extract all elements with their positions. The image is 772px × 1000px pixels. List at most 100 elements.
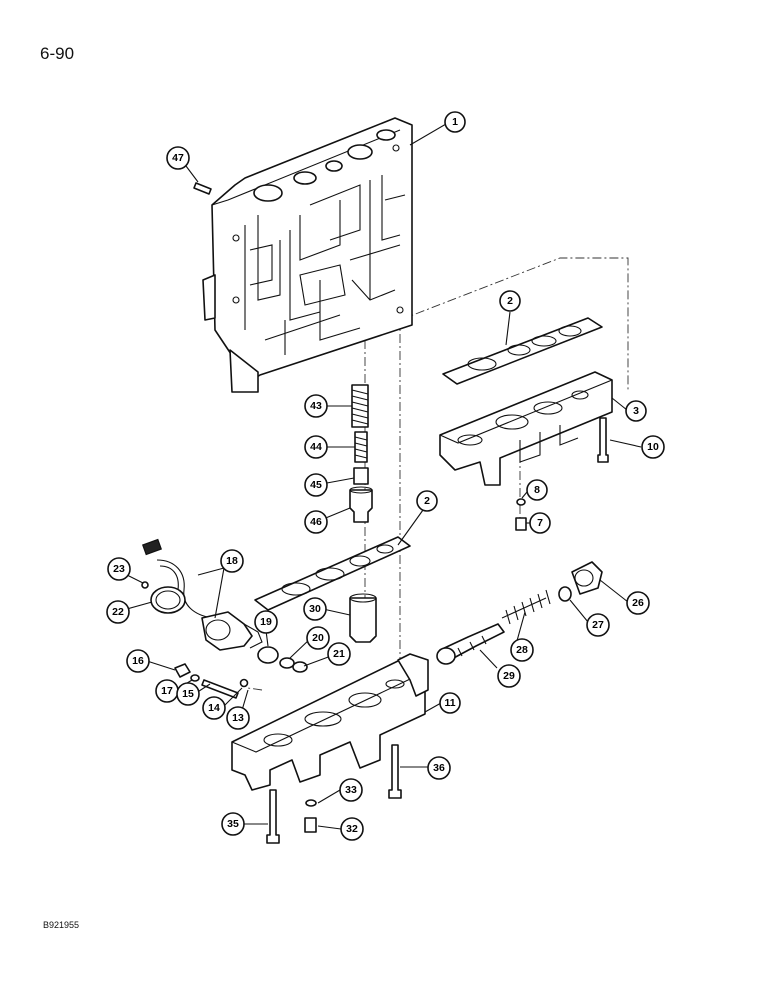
callout-2-lower: 2 [416, 490, 438, 512]
pin-part-15 [201, 679, 239, 699]
pin-part-47 [193, 182, 212, 195]
alignment-line [399, 257, 629, 390]
svg-text:29: 29 [503, 670, 515, 682]
svg-text:1: 1 [452, 116, 458, 128]
callout-47: 47 [166, 146, 190, 170]
callout-29: 29 [497, 664, 521, 688]
svg-text:32: 32 [346, 823, 358, 835]
callout-10: 10 [641, 435, 665, 459]
callout-33: 33 [339, 778, 363, 802]
svg-text:8: 8 [534, 484, 540, 496]
svg-text:28: 28 [516, 644, 528, 656]
bolt-part-10 [597, 417, 609, 463]
callout-14: 14 [202, 696, 226, 720]
o-ring-part-8 [516, 498, 526, 506]
callout-28: 28 [510, 638, 534, 662]
callout-20: 20 [306, 626, 330, 650]
callout-22: 22 [106, 600, 130, 624]
svg-text:2: 2 [424, 495, 430, 507]
o-ring-part-27 [558, 586, 572, 602]
plug-part-16 [174, 663, 191, 678]
callout-46: 46 [304, 510, 328, 534]
page-number: 6-90 [40, 44, 75, 63]
callout-1: 1 [444, 111, 466, 133]
svg-text:16: 16 [132, 655, 144, 667]
callout-7: 7 [529, 512, 551, 534]
bolt-part-35 [266, 789, 280, 844]
valve-part-45 [353, 467, 369, 485]
callout-8: 8 [526, 479, 548, 501]
svg-text:45: 45 [310, 479, 322, 491]
svg-text:44: 44 [310, 441, 322, 453]
ball-part-14 [239, 678, 249, 688]
plug-part-26 [571, 561, 603, 595]
figure-code: B921955 [43, 920, 80, 930]
svg-text:23: 23 [113, 563, 125, 575]
spring-part-28 [501, 589, 551, 625]
spring-part-43 [351, 384, 369, 428]
callout-30: 30 [303, 597, 327, 621]
callout-43: 43 [304, 394, 328, 418]
callout-44: 44 [304, 435, 328, 459]
spring-part-44 [354, 431, 368, 463]
svg-text:17: 17 [161, 685, 173, 697]
svg-text:21: 21 [333, 648, 345, 660]
washer-part-17 [190, 674, 200, 682]
valve-body-part-1 [202, 117, 413, 393]
svg-text:7: 7 [537, 517, 543, 529]
gasket-part-2-lower [254, 536, 411, 611]
callout-18: 18 [220, 549, 244, 573]
alignment-line [247, 687, 263, 691]
svg-text:36: 36 [433, 762, 445, 774]
plug-part-46 [349, 486, 373, 523]
plug-part-32 [304, 817, 317, 833]
callout-19: 19 [254, 610, 278, 634]
svg-text:13: 13 [232, 712, 244, 724]
callout-21: 21 [327, 642, 351, 666]
spool-part-29 [436, 623, 505, 665]
solenoid-part-18 [142, 538, 263, 651]
svg-text:43: 43 [310, 400, 322, 412]
housing-part-3 [439, 371, 613, 486]
plug-part-7 [515, 517, 527, 531]
svg-text:11: 11 [444, 697, 455, 709]
svg-text:10: 10 [647, 441, 659, 453]
callout-45: 45 [304, 473, 328, 497]
callout-2: 2 [499, 290, 521, 312]
callout-13: 13 [226, 706, 250, 730]
svg-text:33: 33 [345, 784, 357, 796]
callout-11: 11 [439, 692, 461, 714]
svg-text:15: 15 [182, 688, 194, 700]
callout-23: 23 [107, 557, 131, 581]
o-ring-part-33 [305, 799, 317, 807]
svg-text:20: 20 [312, 632, 324, 644]
callout-17: 17 [155, 679, 179, 703]
svg-text:47: 47 [172, 152, 184, 164]
callout-27: 27 [586, 613, 610, 637]
o-ring-part-19 [257, 646, 279, 664]
svg-text:18: 18 [226, 555, 238, 567]
o-ring-part-20 [279, 657, 295, 669]
svg-text:46: 46 [310, 516, 322, 528]
callout-36: 36 [427, 756, 451, 780]
svg-text:27: 27 [592, 619, 604, 631]
callout-32: 32 [340, 817, 364, 841]
svg-text:22: 22 [112, 606, 124, 618]
svg-text:3: 3 [633, 405, 639, 417]
callout-3: 3 [625, 400, 647, 422]
svg-text:26: 26 [632, 597, 644, 609]
callout-16: 16 [126, 649, 150, 673]
svg-text:14: 14 [208, 702, 220, 714]
svg-text:30: 30 [309, 603, 321, 615]
callout-35: 35 [221, 812, 245, 836]
svg-text:35: 35 [227, 818, 239, 830]
o-ring-part-21 [292, 661, 308, 673]
svg-text:2: 2 [507, 295, 513, 307]
sleeve-part-30 [349, 593, 377, 643]
gasket-part-2-upper [442, 317, 603, 385]
callout-15: 15 [176, 682, 200, 706]
svg-text:19: 19 [260, 616, 272, 628]
bolt-part-36 [388, 744, 402, 799]
callout-26: 26 [626, 591, 650, 615]
